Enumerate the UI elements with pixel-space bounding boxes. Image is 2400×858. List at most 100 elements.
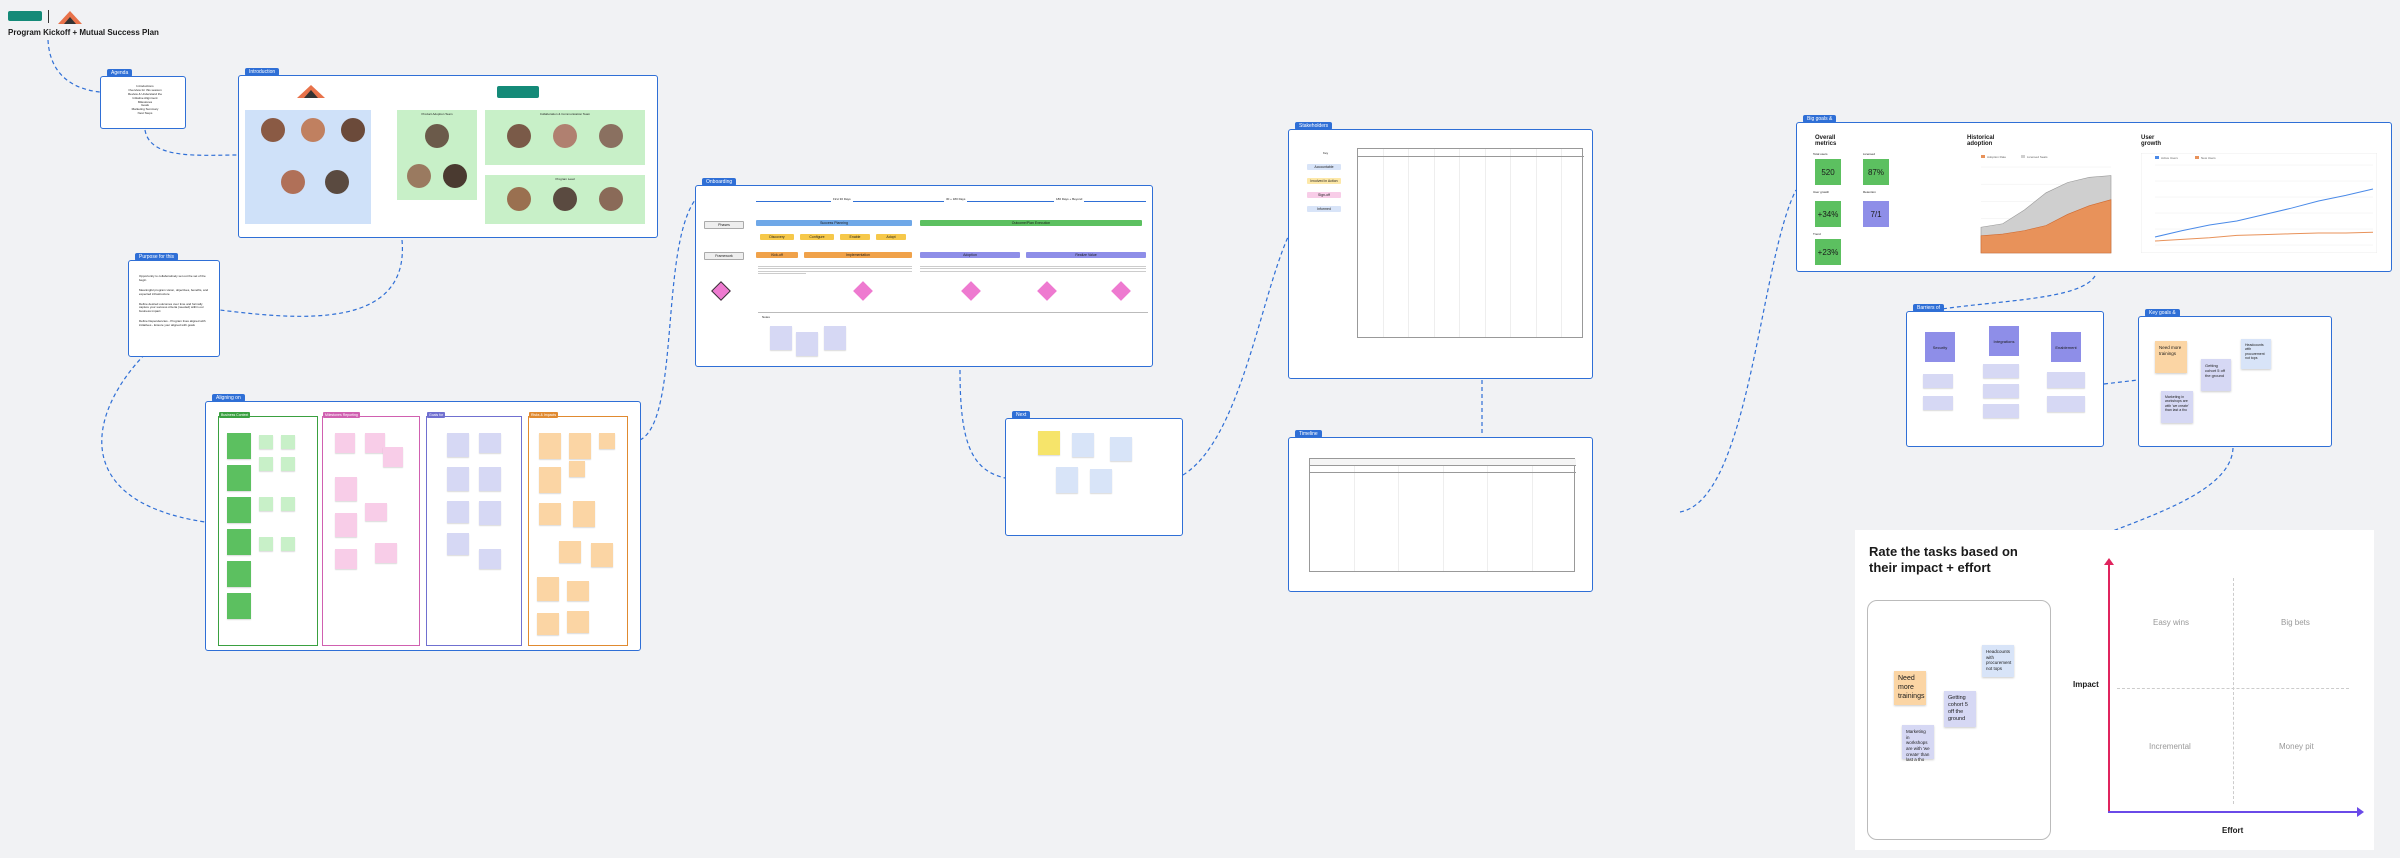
- sticky: [227, 561, 251, 587]
- sticky: [770, 326, 792, 350]
- avatar: [341, 118, 365, 142]
- historical-title: Historical adoption: [1967, 135, 1995, 147]
- team-label: Program Lead: [555, 177, 575, 181]
- barriers-tag: Barriers of: [1913, 304, 1945, 312]
- kpi-label: User growth: [1813, 190, 1830, 194]
- phases-label: Phases: [704, 221, 744, 229]
- kpi-tile: 87%: [1863, 159, 1889, 185]
- enable-chip: Enable: [840, 234, 870, 240]
- col-header: Goals for: [427, 412, 446, 418]
- sticky: [227, 433, 251, 459]
- legend-label: Adoption Rate: [1987, 155, 2006, 159]
- legend-swatch: [2021, 155, 2025, 158]
- sticky: [335, 433, 355, 453]
- sticky: [591, 543, 613, 567]
- effort-label: Effort: [2222, 826, 2244, 835]
- legend-swatch: [2195, 156, 2199, 159]
- next-frame: Next: [1005, 411, 1183, 536]
- impact-label: Impact: [2073, 680, 2099, 689]
- avatar: [599, 187, 623, 211]
- customer-team-panel: [245, 110, 371, 224]
- barriers-frame: Barriers of Security Integrations Enable…: [1906, 304, 2104, 447]
- legend-informed: Informed: [1307, 206, 1341, 212]
- kpi-label: Total users: [1813, 152, 1828, 156]
- kpi-tile: 520: [1815, 159, 1841, 185]
- notes-label: Notes: [762, 315, 770, 319]
- sticky: [375, 543, 397, 563]
- rate-tasks-panel: Rate the tasks based on their impact + e…: [1855, 530, 2374, 850]
- big-goals-tag: Big goals &: [1803, 115, 1837, 123]
- avatar: [599, 124, 623, 148]
- sticky: [796, 332, 818, 356]
- legend-swatch: [2155, 156, 2159, 159]
- table-row: [1310, 466, 1576, 473]
- sticky: [567, 611, 589, 633]
- quadrant-easy-wins: Easy wins: [2153, 618, 2190, 627]
- sticky: [227, 593, 251, 619]
- stage-kickoff: Kick-off: [756, 252, 798, 258]
- discovery-chip: Discovery: [760, 234, 794, 240]
- stakeholders-tag: Stakeholders: [1295, 122, 1333, 130]
- sticky: [479, 467, 501, 491]
- timeline-frame: Timeline: [1288, 430, 1593, 592]
- barrier-card: Security: [1925, 332, 1955, 362]
- desc-text: [806, 266, 912, 272]
- sticky: [281, 537, 295, 551]
- milestones-col: Milestones Reporting: [322, 412, 420, 646]
- purpose-list: Opportunity to collaboratively set out t…: [139, 274, 209, 328]
- mid-h-divider: [2117, 688, 2349, 689]
- avatar: [301, 118, 325, 142]
- kpi-tile: +23%: [1815, 239, 1841, 265]
- introduction-frame: Introduction Product Adoption Team Colla…: [238, 68, 658, 238]
- milestone-diamond: [711, 281, 731, 301]
- stage-implementation: Implementation: [804, 252, 912, 258]
- avatar: [507, 187, 531, 211]
- avatar: [553, 124, 577, 148]
- mid-v-divider: [2233, 578, 2234, 804]
- milestone-diamond: [1037, 281, 1057, 301]
- logo-icon: [56, 8, 84, 26]
- series-area-0: [1980, 199, 2112, 254]
- sticky: [559, 541, 581, 563]
- sticky: [335, 477, 357, 501]
- sticky: [824, 326, 846, 350]
- sticky: [447, 433, 469, 457]
- rate-title: Rate the tasks based on their impact + e…: [1869, 544, 2018, 576]
- sticky: [1110, 437, 1132, 461]
- sticky: [1923, 374, 1953, 388]
- sticky: [259, 435, 273, 449]
- legend-accountable: Accountable: [1307, 164, 1341, 170]
- sticky: [1072, 433, 1094, 457]
- collab-team-panel: Collaboration & Communication Team: [485, 110, 645, 165]
- sticky: [537, 577, 559, 601]
- agenda-frame: Agenda Introductions Overview for this s…: [100, 69, 186, 129]
- series-line-1: [2154, 231, 2374, 242]
- aligning-tag: Aligning on: [212, 394, 245, 402]
- stage-adoption: Adoption: [920, 252, 1020, 258]
- sticky-need-trainings: Need more trainings: [2155, 341, 2187, 373]
- adopt-chip: Adopt: [876, 234, 906, 240]
- y-axis: [2108, 562, 2110, 812]
- business-context-col: Business Context: [218, 412, 318, 646]
- risks-col: Risks & Impacts: [528, 412, 628, 646]
- sticky: [479, 501, 501, 525]
- onboarding-tag: Onboarding: [702, 178, 737, 186]
- series-line-0: [2154, 188, 2374, 238]
- sticky-marketing: Marketing in workshops are with 'we crea…: [1902, 725, 1934, 762]
- avatar: [261, 118, 285, 142]
- configure-chip: Configure: [800, 234, 834, 240]
- agenda-list: Introductions Overview for this session …: [127, 84, 163, 116]
- partner-badge: [497, 86, 539, 98]
- quadrant-incremental: Incremental: [2149, 742, 2191, 751]
- kpi-label: Trend: [1813, 232, 1821, 236]
- table-header: [1358, 149, 1584, 157]
- sticky: [281, 457, 295, 471]
- sticky: [259, 497, 273, 511]
- onboarding-frame: Onboarding First 30 Days 30 + 180 Days 1…: [695, 178, 1153, 367]
- sticky: [447, 501, 469, 523]
- avatar: [443, 164, 467, 188]
- sticky: [567, 581, 589, 601]
- sticky: [335, 513, 357, 537]
